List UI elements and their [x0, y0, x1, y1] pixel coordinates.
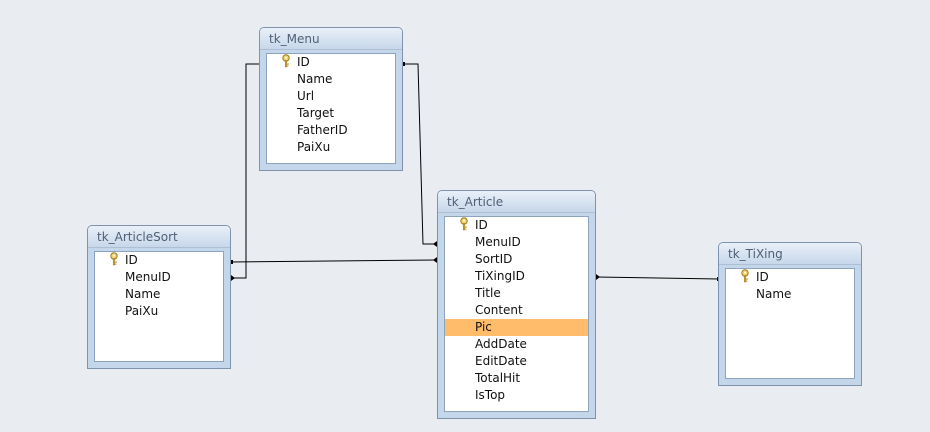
column-row[interactable]: Target	[267, 105, 395, 122]
column-name: ID	[475, 218, 488, 232]
column-name: Name	[756, 287, 792, 301]
column-name: Title	[475, 286, 501, 300]
column-name: TotalHit	[475, 371, 521, 385]
column-row[interactable]: PaiXu	[267, 139, 395, 156]
column-name: ID	[756, 270, 769, 284]
relationship-line-articlesort-article	[230, 259, 438, 263]
column-list: ID Name	[725, 268, 855, 379]
table-title[interactable]: tk_ArticleSort	[88, 226, 230, 248]
column-name: SortID	[475, 252, 513, 266]
column-name: MenuID	[475, 235, 521, 249]
column-row[interactable]: TotalHit	[445, 370, 588, 387]
column-name: MenuID	[125, 270, 171, 284]
relationship-key-end	[401, 62, 405, 66]
column-name: Name	[125, 287, 161, 301]
column-name: IsTop	[475, 388, 506, 402]
table-tk-tixing[interactable]: tk_TiXing ID Name	[718, 242, 862, 386]
column-name: AddDate	[475, 337, 527, 351]
column-row[interactable]: SortID	[445, 251, 588, 268]
column-row[interactable]: ID	[95, 252, 223, 269]
column-row[interactable]: PaiXu	[95, 303, 223, 320]
column-row[interactable]: Name	[267, 71, 395, 88]
column-name: Content	[475, 303, 523, 317]
column-row[interactable]: Url	[267, 88, 395, 105]
column-row[interactable]: MenuID	[445, 234, 588, 251]
column-row[interactable]: MenuID	[95, 269, 223, 286]
column-name: Target	[297, 106, 335, 120]
table-title[interactable]: tk_Menu	[260, 28, 402, 50]
column-name: FatherID	[297, 123, 348, 137]
column-row[interactable]: TiXingID	[445, 268, 588, 285]
column-row[interactable]: AddDate	[445, 336, 588, 353]
column-row[interactable]: Name	[726, 286, 854, 303]
column-row[interactable]: Content	[445, 302, 588, 319]
column-row[interactable]: ID	[445, 217, 588, 234]
key-icon	[281, 54, 291, 68]
relationship-fk-end	[231, 275, 235, 281]
relationship-line-menu-articlesort	[231, 63, 261, 279]
key-icon	[740, 269, 750, 283]
relationship-key-end	[229, 260, 233, 264]
relationship-fk-end	[433, 241, 437, 247]
column-row[interactable]: IsTop	[445, 387, 588, 404]
table-title[interactable]: tk_TiXing	[719, 243, 861, 265]
key-icon	[109, 252, 119, 266]
column-row[interactable]: ID	[726, 269, 854, 286]
column-name: Url	[297, 89, 315, 103]
column-name: Pic	[475, 320, 492, 334]
column-name: Name	[297, 72, 333, 86]
column-row[interactable]: FatherID	[267, 122, 395, 139]
relationship-fk-end	[596, 274, 600, 280]
column-name: PaiXu	[297, 140, 331, 154]
relationship-fk-end	[433, 257, 437, 263]
table-title[interactable]: tk_Article	[438, 191, 595, 213]
column-name: EditDate	[475, 354, 527, 368]
column-row[interactable]: ID	[267, 54, 395, 71]
relationship-line-menu-article	[403, 63, 437, 245]
column-name: ID	[297, 55, 310, 69]
column-name: PaiXu	[125, 304, 159, 318]
column-row[interactable]: Pic	[445, 319, 588, 336]
column-name: TiXingID	[475, 269, 525, 283]
column-name: ID	[125, 253, 138, 267]
column-row[interactable]: Name	[95, 286, 223, 303]
relationship-line-tixing-article	[595, 276, 720, 280]
key-icon	[459, 217, 469, 231]
column-row[interactable]: Title	[445, 285, 588, 302]
column-row[interactable]: EditDate	[445, 353, 588, 370]
